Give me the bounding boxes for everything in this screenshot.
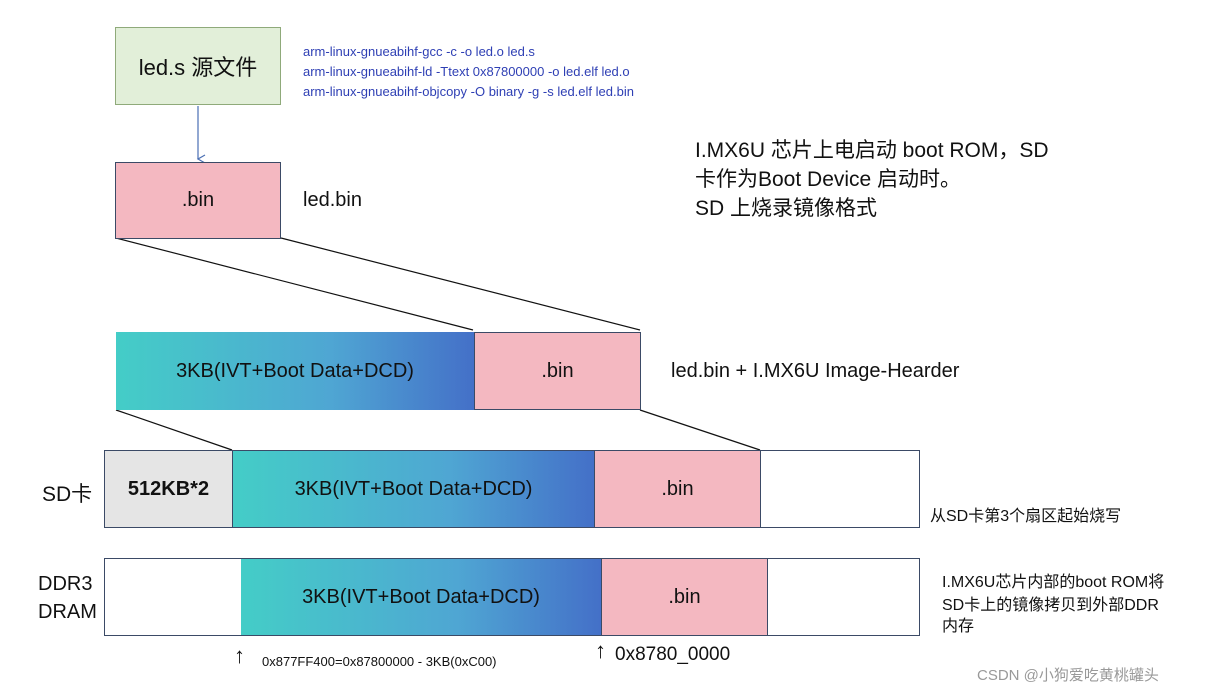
bin-block: .bin [115, 162, 281, 239]
bin-block-label: .bin [181, 189, 215, 211]
expand-line-right-2 [639, 409, 761, 451]
ddr-row-name-2: DRAM [38, 601, 97, 623]
command-line-1: arm-linux-gnueabihf-gcc -c -o led.o led.… [303, 44, 535, 59]
sd-header-block: 3KB(IVT+Boot Data+DCD) [233, 451, 594, 527]
sd-row-name: SD卡 [42, 483, 93, 506]
expand-line-left-2 [115, 409, 233, 451]
command-line-2: arm-linux-gnueabihf-ld -Ttext 0x87800000… [303, 64, 630, 79]
expand-line-left-1 [115, 237, 474, 331]
ddr-note-line-2: SD卡上的镜像拷贝到外部DDR [942, 597, 1159, 614]
header-address-arrow-icon: ↑ [234, 643, 245, 668]
image-row-label: led.bin + I.MX6U Image-Hearder [671, 360, 960, 382]
image-bin-label: .bin [541, 359, 574, 382]
ddr-header-block: 3KB(IVT+Boot Data+DCD) [241, 559, 601, 635]
sd-header-label: 3KB(IVT+Boot Data+DCD) [294, 477, 533, 500]
description-line-1: I.MX6U 芯片上电启动 boot ROM，SD [695, 139, 1049, 162]
command-line-3: arm-linux-gnueabihf-objcopy -O binary -g… [303, 84, 634, 99]
ddr-note-line-1: I.MX6U芯片内部的boot ROM将 [942, 574, 1165, 591]
ddr-bin-label: .bin [668, 585, 701, 608]
image-header-block: 3KB(IVT+Boot Data+DCD) [116, 332, 474, 410]
ddr-bin-block: .bin [601, 558, 768, 636]
image-header-label: 3KB(IVT+Boot Data+DCD) [176, 359, 414, 382]
ddr-row-name-1: DDR3 [38, 573, 93, 595]
image-bin-block: .bin [474, 332, 641, 410]
expand-line-right-1 [280, 237, 641, 331]
bin-address-label: 0x8780_0000 [615, 644, 731, 665]
ddr-header-label: 3KB(IVT+Boot Data+DCD) [302, 585, 540, 608]
source-file-label: led.s 源文件 [138, 55, 258, 80]
header-address-label: 0x877FF400=0x87800000 - 3KB(0xC00) [262, 654, 497, 669]
sd-row-note: 从SD卡第3个扇区起始烧写 [930, 508, 1122, 525]
watermark: CSDN @小狗爱吃黄桃罐头 [977, 667, 1159, 684]
sd-bin-block: .bin [594, 450, 761, 528]
sd-bin-label: .bin [661, 477, 694, 500]
bin-address-arrow-icon: ↑ [595, 638, 606, 663]
sd-reserved-block: 512KB*2 [104, 450, 233, 528]
description-line-3: SD 上烧录镜像格式 [695, 197, 878, 220]
description-line-2: 卡作为Boot Device 启动时。 [695, 168, 962, 191]
sd-reserved-label: 512KB*2 [127, 477, 210, 500]
source-file-box: led.s 源文件 [115, 27, 281, 105]
bin-row-label: led.bin [303, 189, 362, 211]
ddr-note-line-3: 内存 [942, 618, 975, 635]
